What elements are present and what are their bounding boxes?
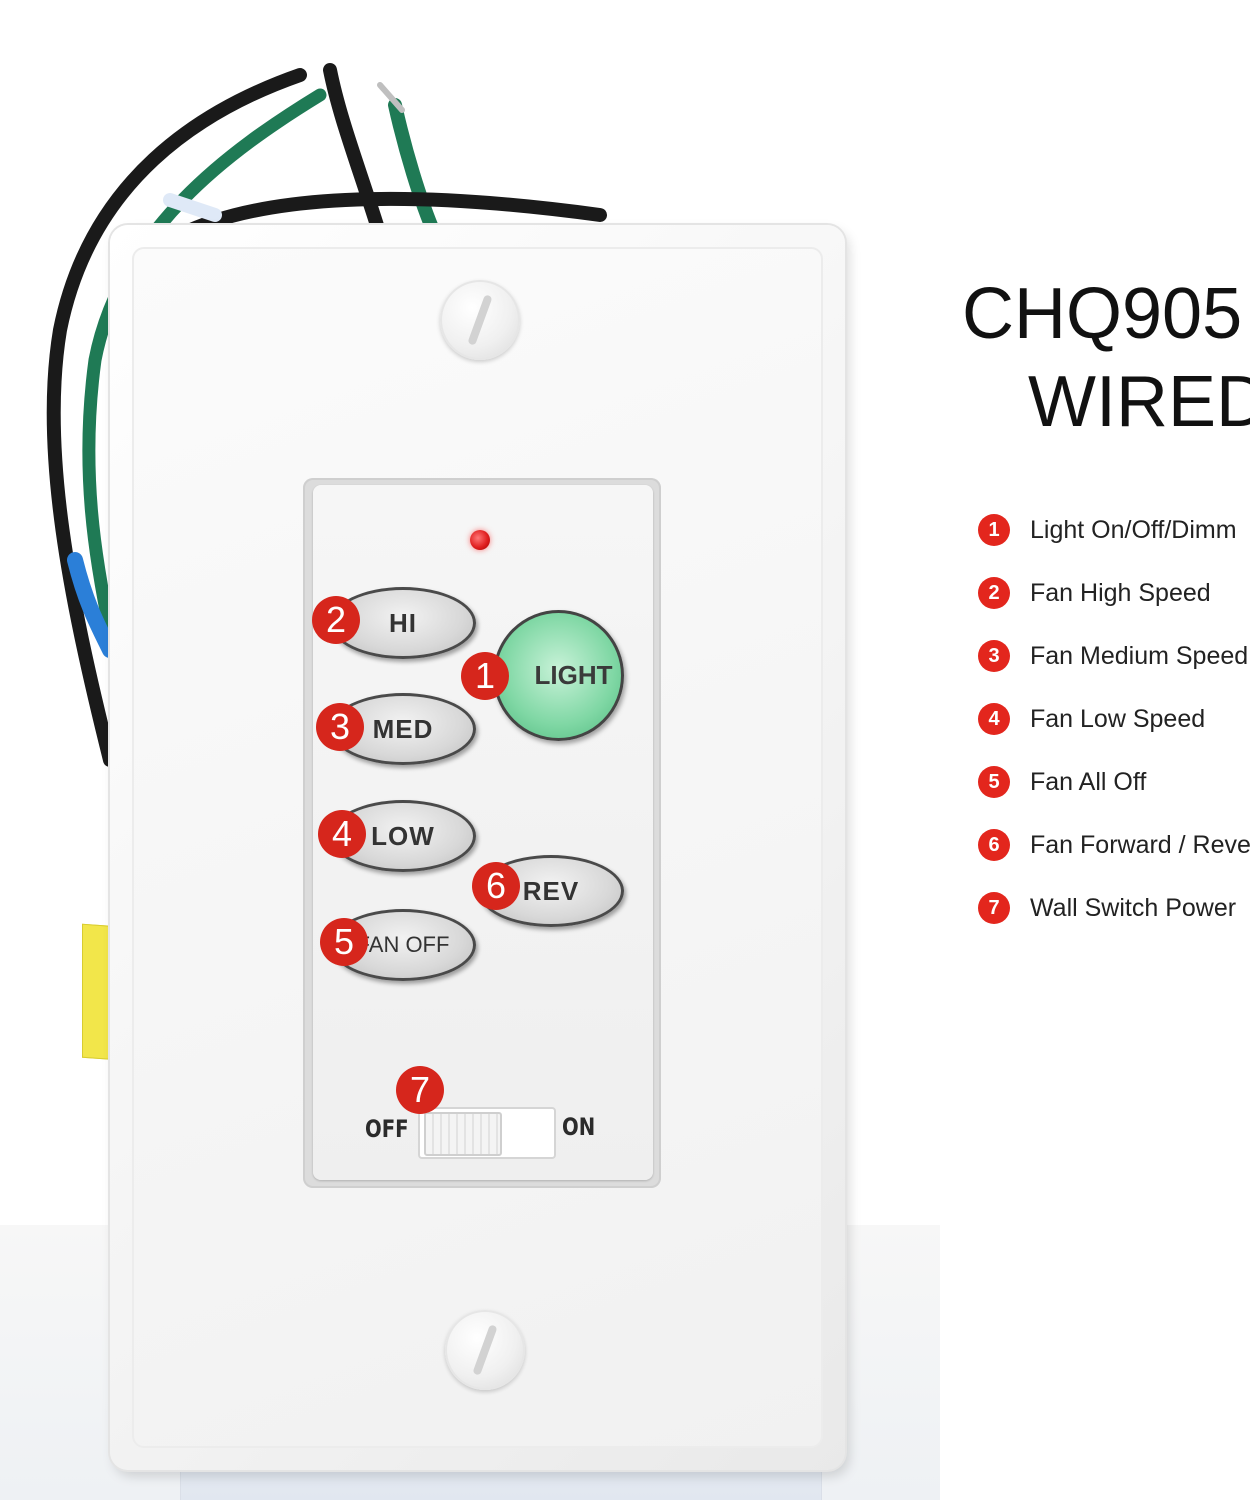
product-title: CHQ905 (962, 274, 1243, 354)
screw-icon (445, 1310, 525, 1390)
legend-number: 1 (978, 514, 1010, 546)
legend-label: Fan All Off (1030, 767, 1147, 796)
marker-2: 2 (312, 596, 360, 644)
switch-off-label: OFF (365, 1115, 409, 1143)
legend-number: 2 (978, 577, 1010, 609)
legend-label: Fan High Speed (1030, 578, 1211, 607)
legend-label: Fan Low Speed (1030, 704, 1206, 733)
legend-number: 4 (978, 703, 1010, 735)
legend-number: 7 (978, 892, 1010, 924)
product-subtitle: WIRED (1028, 362, 1250, 442)
legend-label: Fan Forward / Reve (1030, 830, 1250, 859)
switch-on-label: ON (562, 1113, 596, 1141)
screw-icon (440, 280, 520, 360)
legend-item: 6 Fan Forward / Reve (978, 825, 1250, 865)
legend-label: Light On/Off/Dimm (1030, 515, 1237, 544)
legend-item: 3 Fan Medium Speed (978, 636, 1248, 676)
marker-1: 1 (461, 652, 509, 700)
legend-number: 6 (978, 829, 1010, 861)
indicator-led (470, 530, 490, 550)
legend-item: 1 Light On/Off/Dimm (978, 510, 1237, 550)
legend-item: 7 Wall Switch Power (978, 888, 1236, 928)
light-button[interactable]: LIGHT (493, 610, 624, 741)
rev-button-label: REV (522, 875, 580, 906)
low-button-label: LOW (371, 820, 435, 851)
marker-6: 6 (472, 862, 520, 910)
med-button[interactable]: MED (330, 693, 476, 765)
legend-label: Fan Medium Speed (1030, 641, 1249, 670)
legend-number: 3 (978, 640, 1010, 672)
med-button-label: MED (372, 713, 434, 744)
legend-item: 4 Fan Low Speed (978, 699, 1205, 739)
marker-4: 4 (318, 810, 366, 858)
legend-item: 2 Fan High Speed (978, 573, 1211, 613)
marker-5: 5 (320, 918, 368, 966)
power-switch-knob[interactable] (424, 1112, 502, 1156)
fan-off-button-label: FAN OFF (356, 932, 450, 957)
hi-button-label: HI (389, 607, 417, 638)
legend-number: 5 (978, 766, 1010, 798)
marker-3: 3 (316, 703, 364, 751)
legend-item: 5 Fan All Off (978, 762, 1146, 802)
legend-label: Wall Switch Power (1030, 893, 1237, 922)
light-button-label: LIGHT (534, 660, 613, 690)
marker-7: 7 (396, 1066, 444, 1114)
